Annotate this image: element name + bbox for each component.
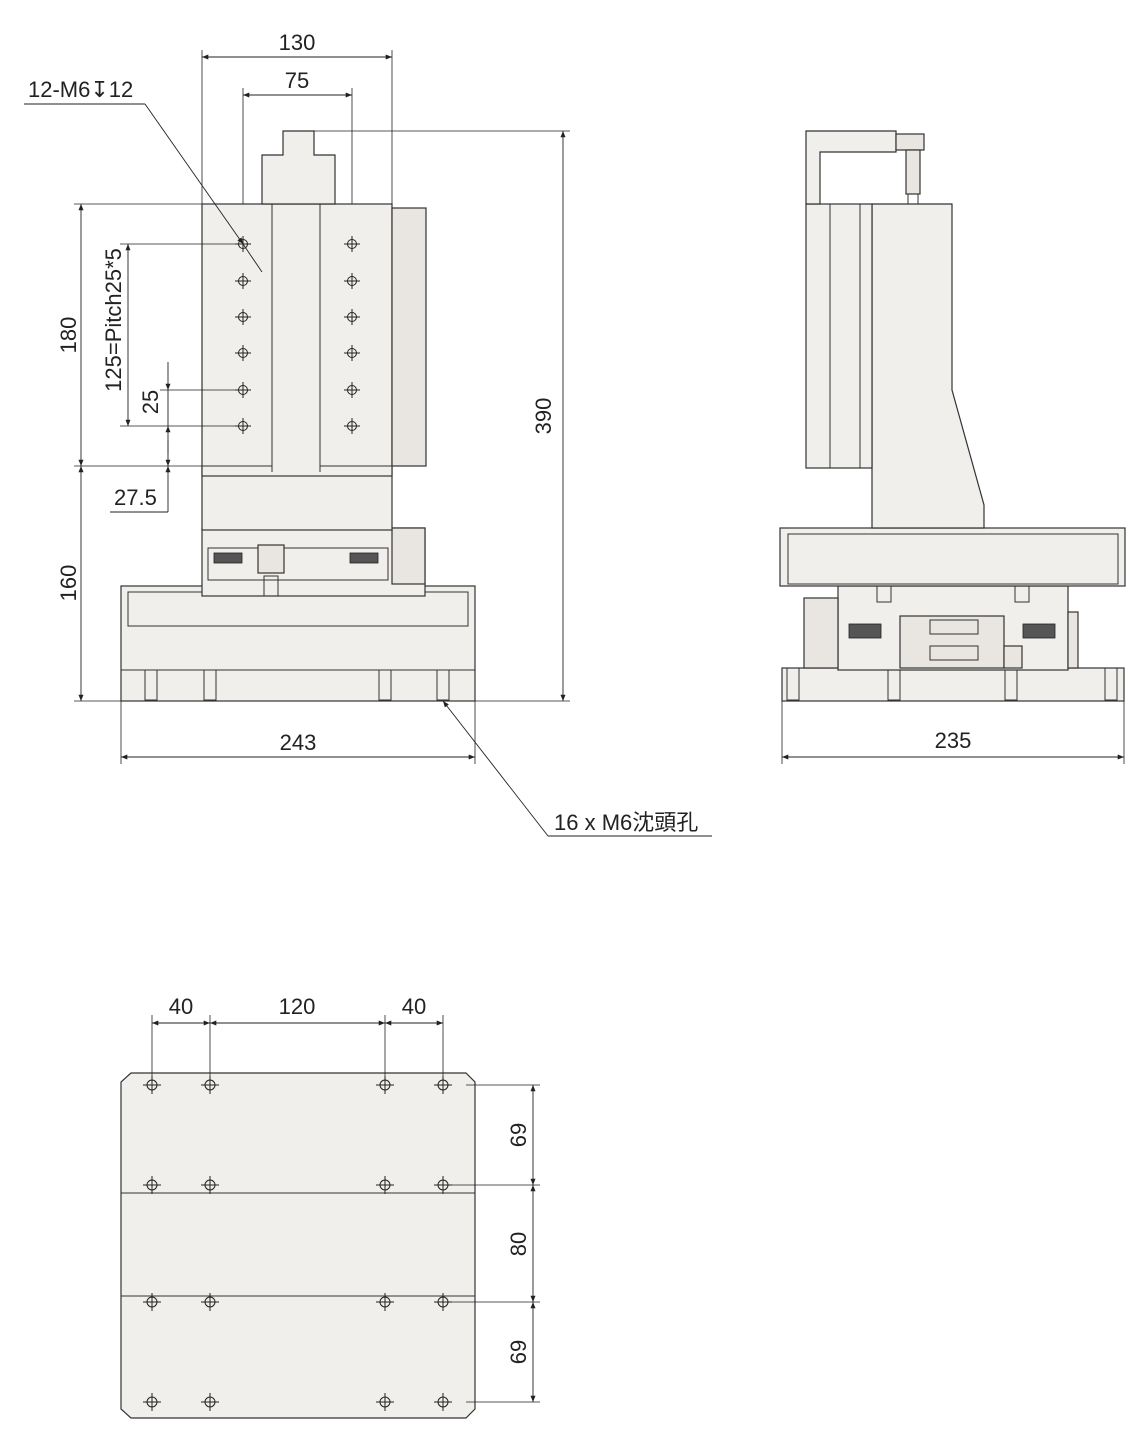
dim-25: 25 bbox=[138, 362, 237, 454]
dim-27-5: 27.5 bbox=[110, 440, 171, 513]
dim-75: 75 bbox=[242, 68, 353, 204]
dim-180-label: 180 bbox=[56, 317, 81, 354]
dim-69-bottom-label: 69 bbox=[506, 1340, 531, 1364]
front-motor-side bbox=[391, 207, 427, 467]
front-base-cbores bbox=[144, 669, 450, 701]
dim-235: 235 bbox=[781, 701, 1125, 764]
front-side-plate bbox=[391, 527, 426, 585]
dim-40-right-label: 40 bbox=[402, 994, 426, 1019]
dim-120-label: 120 bbox=[279, 994, 316, 1019]
side-view: 235 bbox=[779, 130, 1126, 764]
dim-243-label: 243 bbox=[280, 730, 317, 755]
bottom-plate bbox=[120, 1072, 476, 1419]
side-carriage bbox=[805, 203, 873, 469]
front-top-cap bbox=[261, 130, 336, 205]
side-plate bbox=[779, 527, 1126, 587]
dim-27-5-label: 27.5 bbox=[114, 485, 157, 510]
side-column bbox=[871, 203, 985, 529]
front-base bbox=[120, 585, 476, 702]
dim-bottom-horizontal: 40 120 40 bbox=[151, 994, 444, 1080]
dim-160-label: 160 bbox=[56, 565, 81, 602]
cbore-callout-label: 16 x M6沈頭孔 bbox=[554, 810, 698, 835]
dim-pitch-label: 125=Pitch25*5 bbox=[101, 248, 126, 392]
side-base-cbores bbox=[786, 667, 1118, 701]
side-base bbox=[781, 667, 1125, 702]
dim-130-label: 130 bbox=[279, 30, 316, 55]
dim-390: 390 bbox=[314, 130, 570, 702]
front-lower-carriage bbox=[201, 465, 393, 531]
front-carriage bbox=[201, 203, 393, 477]
tap-callout-label: 12-M6↧12 bbox=[28, 77, 133, 102]
bottom-view: 40 120 40 69 80 69 bbox=[120, 994, 540, 1419]
dim-69-top-label: 69 bbox=[506, 1123, 531, 1147]
side-top-arm bbox=[805, 130, 897, 205]
dim-25-label: 25 bbox=[138, 390, 163, 414]
dim-130: 130 bbox=[201, 30, 393, 204]
front-view: 130 75 12-M6↧12 180 125=Pitch25* bbox=[24, 30, 712, 837]
dim-180: 180 bbox=[56, 203, 202, 467]
dim-bottom-vertical: 69 80 69 bbox=[452, 1084, 540, 1403]
dim-160: 160 bbox=[56, 466, 121, 702]
dim-243: 243 bbox=[120, 701, 476, 764]
dim-235-label: 235 bbox=[935, 728, 972, 753]
dim-pitch: 125=Pitch25*5 bbox=[101, 243, 237, 427]
dim-390-label: 390 bbox=[531, 398, 556, 435]
front-tapped-holes bbox=[235, 236, 360, 434]
dim-40-left-label: 40 bbox=[169, 994, 193, 1019]
dim-75-label: 75 bbox=[285, 68, 309, 93]
tap-callout: 12-M6↧12 bbox=[24, 77, 263, 273]
dim-80-label: 80 bbox=[506, 1232, 531, 1256]
cbore-callout: 16 x M6沈頭孔 bbox=[442, 700, 712, 837]
